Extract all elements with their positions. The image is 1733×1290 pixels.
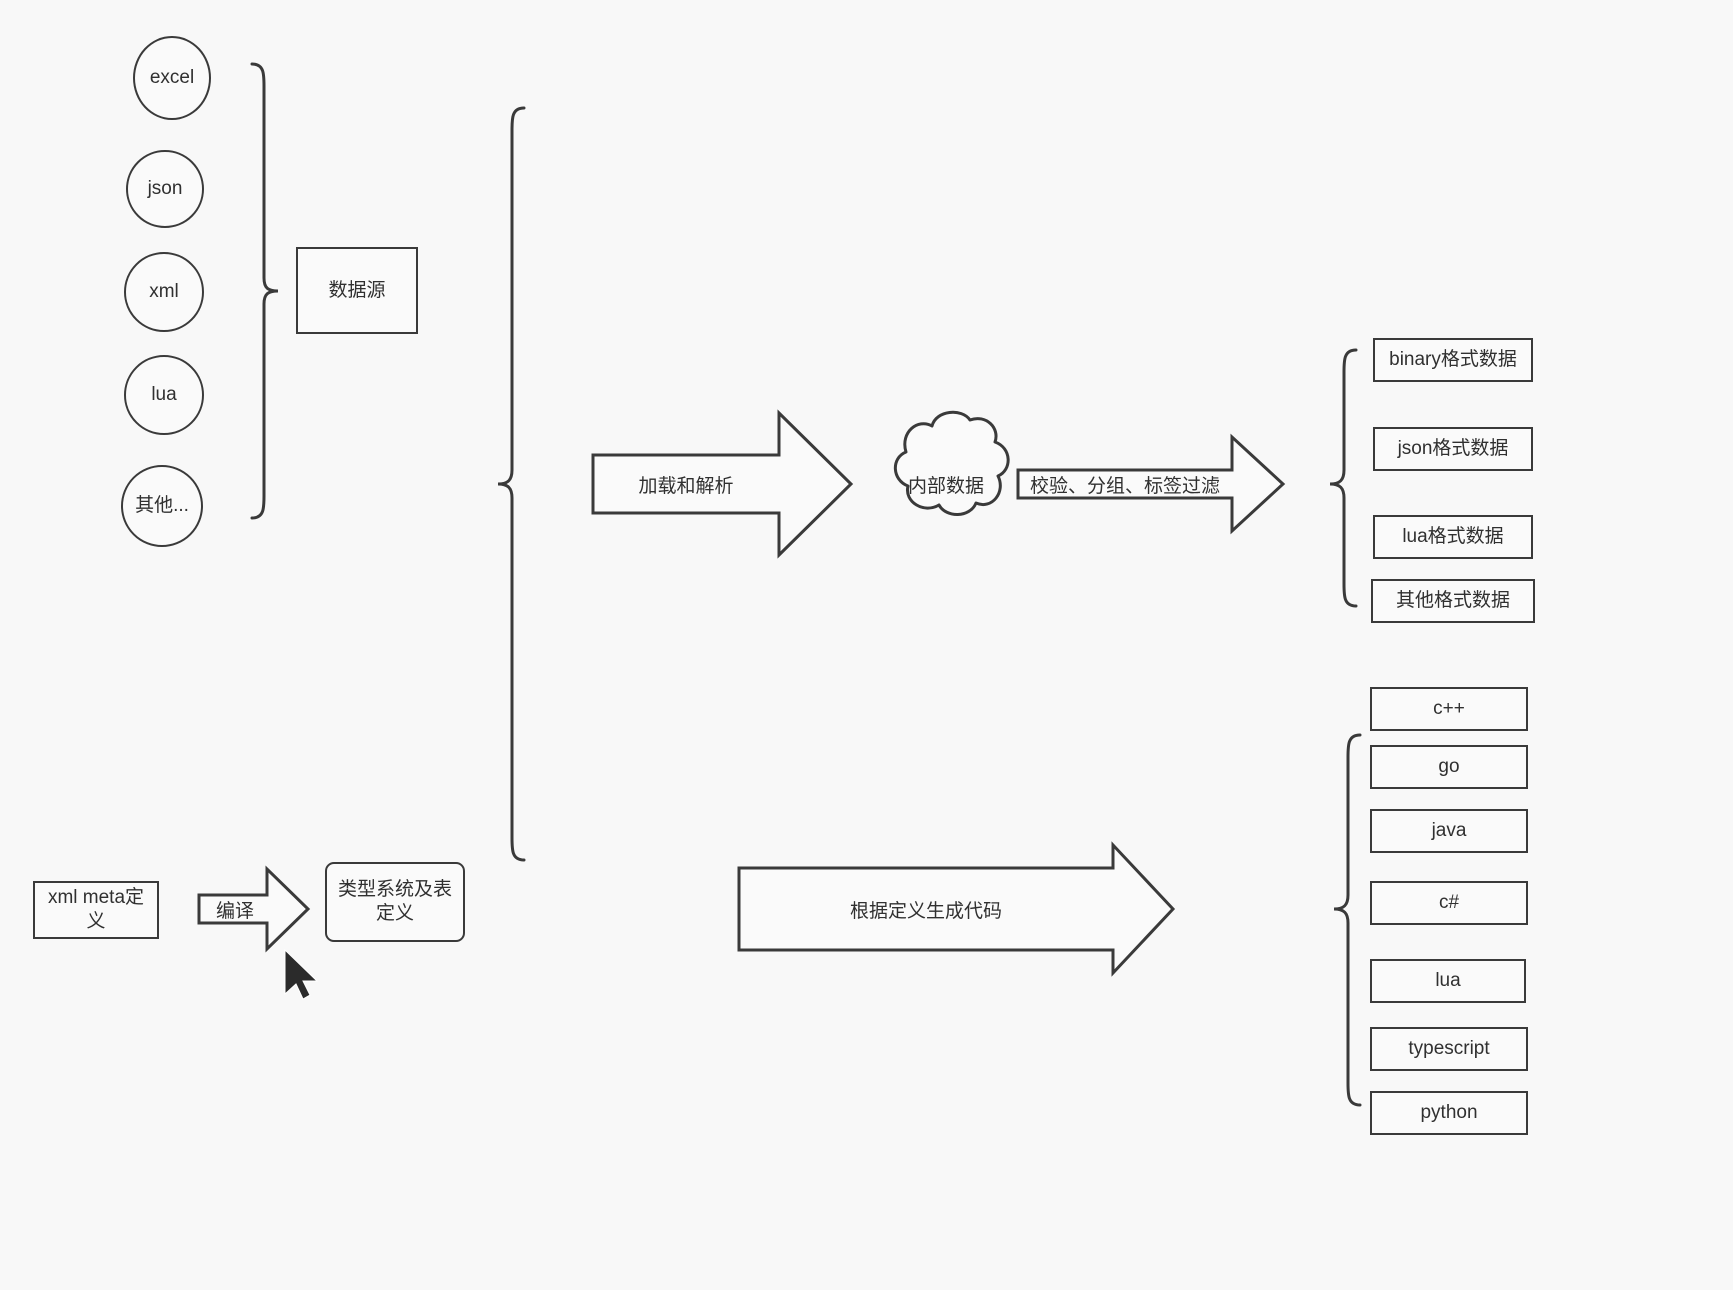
output-box-json-label: json格式数据 xyxy=(1397,438,1509,460)
source-circle-xml[interactable]: xml xyxy=(124,252,204,332)
mouse-cursor xyxy=(284,948,319,1000)
internal-data-cloud xyxy=(893,410,1010,516)
language-box-java[interactable]: java xyxy=(1370,809,1528,853)
load-parse-arrow-label: 加载和解析 xyxy=(638,475,734,497)
codegen-arrow xyxy=(737,841,1176,977)
source-circle-other-label: 其他... xyxy=(135,495,189,517)
load-parse-arrow-label-wrap: 加载和解析 xyxy=(593,470,779,498)
codegen-arrow-label-wrap: 根据定义生成代码 xyxy=(739,895,1113,923)
language-box-typescript[interactable]: typescript xyxy=(1370,1027,1528,1071)
language-box-lua-label: lua xyxy=(1435,970,1461,992)
type-system-box[interactable]: 类型系统及表定义 xyxy=(325,862,465,942)
output-box-lua-label: lua格式数据 xyxy=(1402,526,1504,548)
source-circle-lua-label: lua xyxy=(151,384,177,406)
language-box-java-label: java xyxy=(1431,820,1467,842)
validate-group-filter-arrow-label-wrap: 校验、分组、标签过滤 xyxy=(1018,470,1232,498)
language-box-typescript-label: typescript xyxy=(1408,1038,1490,1060)
output-box-other[interactable]: 其他格式数据 xyxy=(1371,579,1535,623)
language-box-csharp-label: c# xyxy=(1438,892,1460,914)
pipeline-left-brace xyxy=(497,106,526,862)
compile-arrow-label: 编译 xyxy=(215,900,254,922)
output-box-json[interactable]: json格式数据 xyxy=(1373,427,1533,471)
validate-group-filter-arrow xyxy=(1016,433,1286,535)
source-circle-excel-label: excel xyxy=(149,67,195,89)
compile-arrow-label-wrap: 编译 xyxy=(202,895,268,923)
source-circle-other[interactable]: 其他... xyxy=(121,465,203,547)
outputs-brace xyxy=(1329,348,1358,608)
source-circle-xml-label: xml xyxy=(149,281,179,303)
source-circle-json-label: json xyxy=(147,178,183,200)
validate-group-filter-arrow-label: 校验、分组、标签过滤 xyxy=(1029,475,1220,497)
language-box-go-label: go xyxy=(1438,756,1460,778)
language-box-python[interactable]: python xyxy=(1370,1091,1528,1135)
load-parse-arrow xyxy=(591,409,854,559)
source-circle-lua[interactable]: lua xyxy=(124,355,204,435)
output-box-lua[interactable]: lua格式数据 xyxy=(1373,515,1533,559)
internal-data-cloud-label: 内部数据 xyxy=(907,475,984,497)
xml-meta-definition-label: xml meta定义 xyxy=(47,887,145,932)
source-circle-json[interactable]: json xyxy=(126,150,204,228)
language-box-cpp[interactable]: c++ xyxy=(1370,687,1528,731)
source-circle-excel[interactable]: excel xyxy=(133,36,211,120)
compile-arrow xyxy=(197,865,311,953)
codegen-arrow-label: 根据定义生成代码 xyxy=(849,900,1002,922)
language-box-go[interactable]: go xyxy=(1370,745,1528,789)
type-system-label: 类型系统及表定义 xyxy=(337,879,452,924)
output-box-binary-label: binary格式数据 xyxy=(1389,349,1517,371)
language-box-python-label: python xyxy=(1420,1102,1478,1124)
data-source-box[interactable]: 数据源 xyxy=(296,247,418,334)
sources-brace xyxy=(250,62,279,520)
xml-meta-definition-box[interactable]: xml meta定义 xyxy=(33,881,159,939)
output-box-other-label: 其他格式数据 xyxy=(1395,590,1510,612)
language-box-lua[interactable]: lua xyxy=(1370,959,1526,1003)
data-source-box-label: 数据源 xyxy=(328,279,386,301)
language-box-csharp[interactable]: c# xyxy=(1370,881,1528,925)
language-box-cpp-label: c++ xyxy=(1433,698,1465,720)
output-box-binary[interactable]: binary格式数据 xyxy=(1373,338,1533,382)
internal-data-cloud-label-wrap: 内部数据 xyxy=(896,468,996,500)
languages-brace xyxy=(1333,733,1362,1107)
